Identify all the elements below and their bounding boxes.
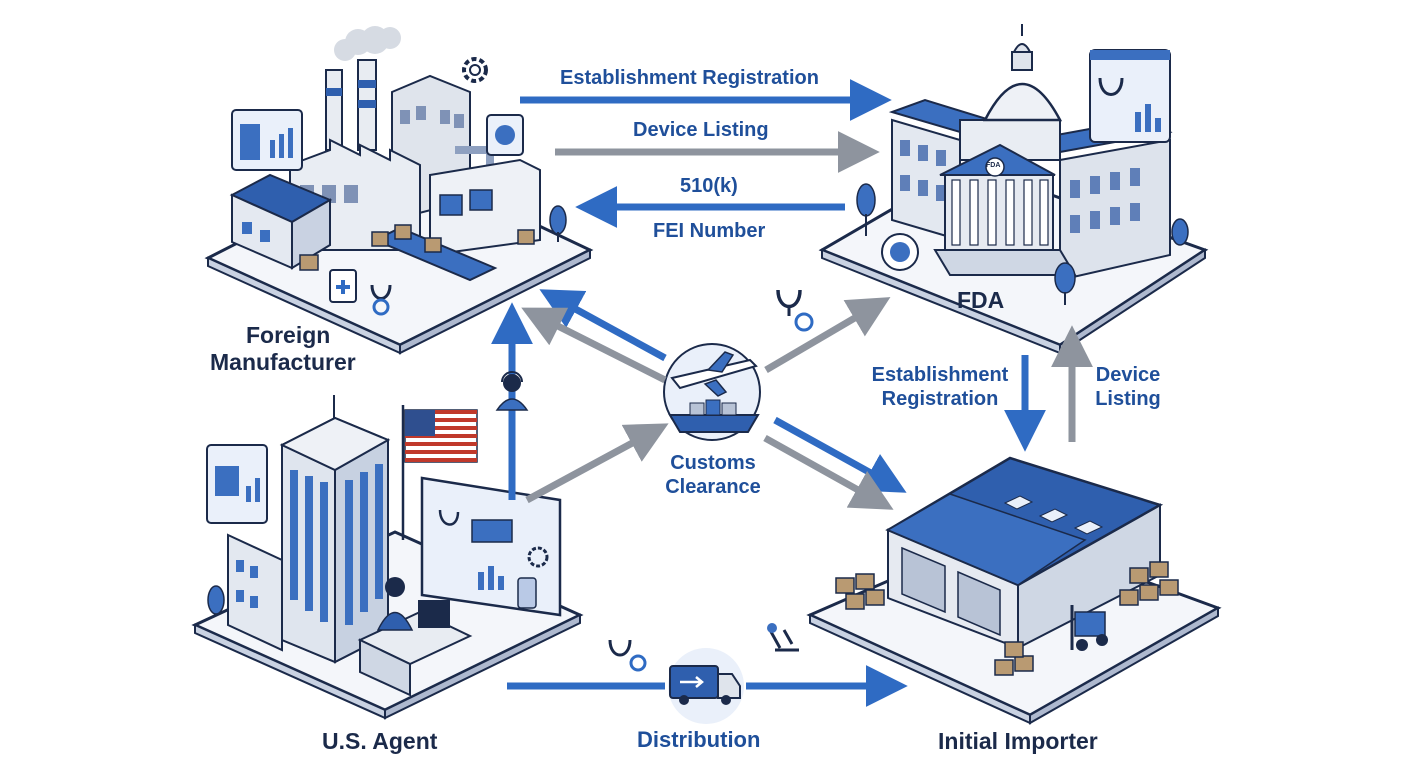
arrow-customs-to-manufacturer-gray [521, 307, 667, 384]
flow-label-establishment-registration-right: Establishment Registration [860, 364, 1020, 411]
customs-line2: Clearance [665, 475, 761, 498]
device-listing-line2: Listing [1095, 387, 1161, 410]
foreign-manufacturer-line2: Manufacturer [210, 349, 356, 376]
node-label-fda: FDA [957, 287, 1005, 313]
initial-importer-warehouse-illustration [806, 456, 1222, 725]
flow-label-establishment-registration-top: Establishment Registration [560, 67, 819, 89]
fda-plaque-text: FDA [986, 162, 1001, 169]
arrow-customs-to-fda [764, 297, 891, 374]
headset-agent-icon [495, 371, 529, 411]
fda-building-illustration [818, 24, 1209, 355]
node-label-foreign-manufacturer: Foreign Manufacturer [210, 322, 380, 376]
us-agent-illustration [191, 395, 584, 720]
us-flag-icon [404, 409, 478, 463]
node-label-us-agent: U.S. Agent [322, 728, 438, 754]
arrow-customs-to-manufacturer-blue [539, 289, 667, 362]
device-listing-line1: Device [1095, 364, 1161, 386]
flow-label-device-listing-top: Device Listing [633, 119, 769, 141]
flow-label-fei-number: FEI Number [653, 220, 766, 242]
establishment-line2: Registration [881, 387, 999, 410]
establishment-line1: Establishment [871, 364, 1009, 386]
flow-label-device-listing-right: Device Listing [1085, 364, 1171, 411]
flow-label-distribution: Distribution [637, 727, 761, 752]
node-label-customs-clearance: Customs Clearance [648, 452, 778, 499]
microscope-icon [767, 623, 799, 652]
stethoscope-icon [776, 289, 814, 332]
flow-label-510k: 510(k) [680, 175, 738, 197]
flow-arrows [491, 79, 1093, 707]
customs-line1: Customs [670, 452, 756, 474]
arrow-agent-to-customs [525, 423, 669, 504]
stethoscope-icon-bottom [608, 639, 647, 672]
node-label-initial-importer: Initial Importer [938, 728, 1098, 754]
foreign-manufacturer-illustration [204, 26, 594, 355]
delivery-truck-icon [668, 648, 744, 724]
arrow-customs-to-importer-gray [763, 434, 894, 510]
customs-hub-icon [663, 343, 761, 441]
foreign-manufacturer-line1: Foreign [246, 322, 331, 348]
